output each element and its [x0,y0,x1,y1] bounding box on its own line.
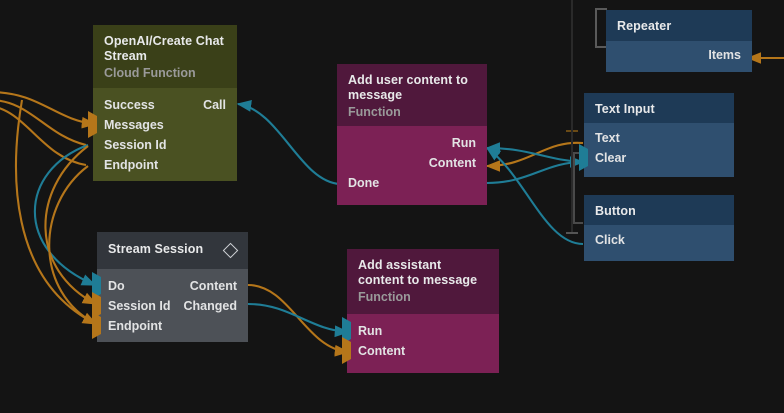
port-row[interactable]: Session Id Changed [92,292,248,319]
port-row[interactable]: Do Content [92,272,248,299]
node-body: Click [584,225,734,261]
port-label-content-out: Content [189,279,237,293]
node-text-input[interactable]: Text Input Text Clear [579,93,734,177]
canvas-rail-line [571,0,573,232]
node-title: Text Input [595,102,655,116]
port-row[interactable]: Endpoint [93,155,237,175]
node-button[interactable]: Button Click [584,195,734,261]
port-row[interactable]: Run [342,317,499,344]
port-label-call: Call [203,98,226,112]
port-row[interactable]: Content [342,337,499,364]
port-label-content: Content [358,344,406,358]
node-body: Text Clear [579,123,734,177]
node-title: Button [595,204,636,218]
node-body: Run Content [342,314,499,373]
port-label-text: Text [595,131,620,145]
port-marker-content[interactable] [342,337,351,364]
node-subtitle: Function [348,105,401,119]
port-marker-messages[interactable] [88,111,97,138]
port-row[interactable]: Endpoint [92,312,248,339]
node-repeater[interactable]: Repeater Items [606,10,752,72]
repeater-scope-bracket [595,8,607,48]
node-header[interactable]: Text Input [584,93,734,123]
port-marker-clear[interactable] [579,144,588,171]
port-row[interactable]: Items [606,45,752,65]
node-body: Do Content Session Id Changed Endpoint [92,269,248,342]
port-label-success: Success [104,98,155,112]
node-header[interactable]: Add assistant content to message Functio… [347,249,499,314]
port-row[interactable]: Text [584,128,734,148]
port-label-done: Done [348,176,380,190]
port-label-run: Run [358,324,383,338]
node-title: OpenAI/Create Chat Stream [104,34,224,63]
node-title: Add assistant content to message [358,258,478,287]
port-label-clear: Clear [595,151,627,165]
node-subtitle: Function [358,290,411,304]
node-subtitle: Cloud Function [104,66,196,80]
node-add-user-content-to-message[interactable]: Add user content to message Function Run… [337,64,487,205]
port-row[interactable]: Session Id [93,135,237,155]
node-add-assistant-content-to-message[interactable]: Add assistant content to message Functio… [342,249,499,373]
port-label-content: Content [428,156,476,170]
node-body: Success Call Messages Session Id Endpoin… [88,88,237,181]
port-label-endpoint: Endpoint [108,319,163,333]
port-row[interactable]: Done [337,173,487,193]
node-header[interactable]: Stream Session [97,232,248,269]
port-label-session-id: Session Id [104,138,167,152]
port-label-session-id: Session Id [108,299,171,313]
port-label-endpoint: Endpoint [104,158,159,172]
port-label-messages: Messages [104,118,164,132]
port-row[interactable]: Clear [579,144,734,171]
node-header[interactable]: Repeater [606,10,752,41]
node-title: Add user content to message [348,73,468,102]
port-row[interactable]: Messages [88,111,237,138]
port-row[interactable]: Content [337,153,487,173]
node-title: Stream Session [108,242,204,256]
port-label-changed: Changed [183,299,237,313]
port-label-run: Run [451,136,476,150]
port-row[interactable]: Run [337,133,487,153]
port-row[interactable]: Click [584,230,734,250]
node-body: Run Content Done [337,126,487,205]
port-row[interactable]: Success Call [93,95,237,115]
port-label-items: Items [708,48,741,62]
node-openai-create-chat-stream[interactable]: OpenAI/Create Chat Stream Cloud Function… [88,25,237,181]
node-header[interactable]: Add user content to message Function [337,64,487,126]
node-stream-session[interactable]: Stream Session Do Content Session Id Cha… [92,232,248,342]
node-header[interactable]: OpenAI/Create Chat Stream Cloud Function [93,25,237,88]
node-title: Repeater [617,19,672,33]
port-marker-endpoint[interactable] [92,312,101,339]
port-label-click: Click [595,233,625,247]
node-header[interactable]: Button [584,195,734,225]
port-label-do: Do [108,279,125,293]
node-body: Items [606,41,752,72]
